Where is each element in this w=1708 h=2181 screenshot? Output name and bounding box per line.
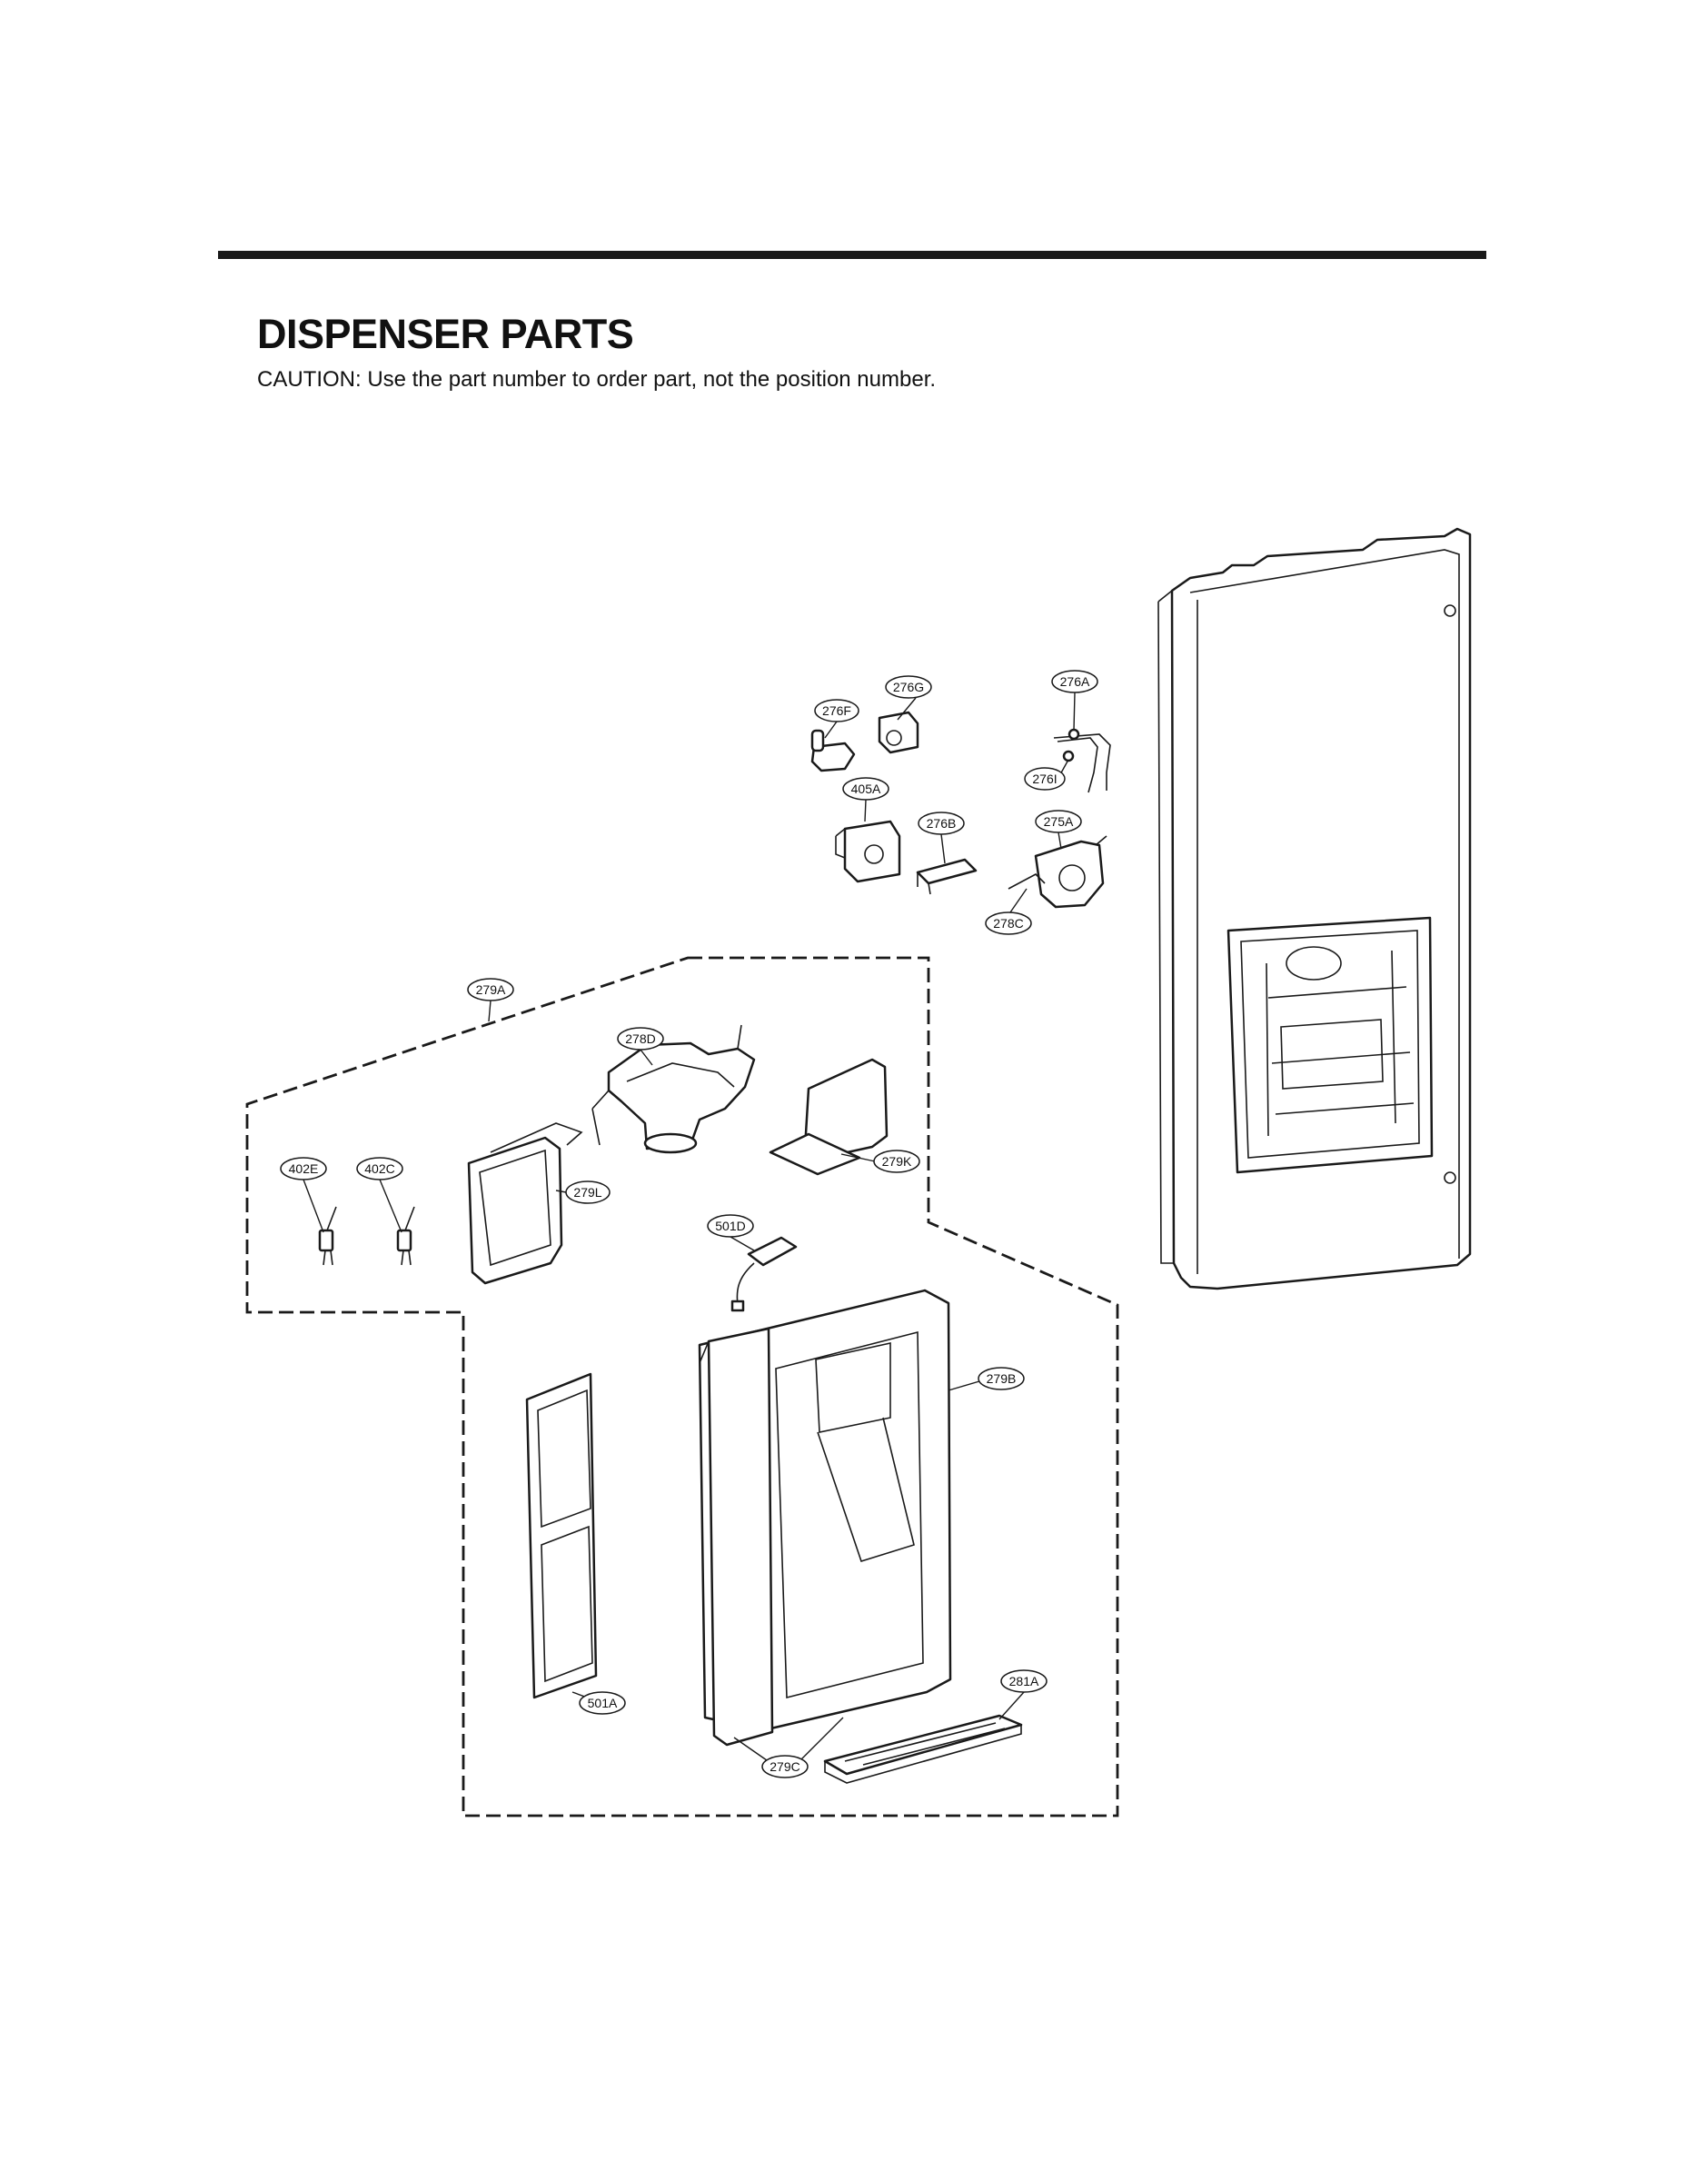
part-276f <box>810 729 856 772</box>
part-279b <box>698 1289 952 1747</box>
svg-text:279K: 279K <box>882 1154 912 1169</box>
callout-276b: 276B <box>918 812 965 835</box>
svg-text:276B: 276B <box>927 816 957 831</box>
callout-501d: 501D <box>707 1214 754 1238</box>
svg-text:281A: 281A <box>1009 1674 1039 1688</box>
callout-281a: 281A <box>1000 1669 1048 1693</box>
page-title: DISPENSER PARTS <box>257 311 634 357</box>
callout-279c: 279C <box>761 1755 809 1778</box>
callout-276g: 276G <box>885 675 932 699</box>
svg-text:276A: 276A <box>1060 674 1090 689</box>
part-501a <box>525 1372 598 1699</box>
part-402c <box>396 1206 415 1266</box>
part-276g <box>878 711 919 754</box>
part-278d <box>591 1024 756 1154</box>
part-405a <box>835 820 901 883</box>
svg-text:405A: 405A <box>851 782 881 796</box>
svg-text:279C: 279C <box>770 1759 799 1774</box>
svg-text:276G: 276G <box>893 680 924 694</box>
callout-276f: 276F <box>814 699 859 722</box>
callout-279l: 279L <box>565 1180 611 1204</box>
callout-402e: 402E <box>280 1157 327 1180</box>
part-276b <box>916 858 978 895</box>
callout-501a: 501A <box>579 1691 626 1715</box>
svg-text:279B: 279B <box>987 1371 1017 1386</box>
part-501d <box>730 1236 798 1312</box>
caution-note: CAUTION: Use the part number to order pa… <box>257 367 937 392</box>
callout-279a: 279A <box>467 978 514 1001</box>
svg-text:276F: 276F <box>822 703 851 718</box>
svg-text:501D: 501D <box>715 1219 745 1233</box>
callout-405a: 405A <box>842 777 889 801</box>
callout-279b: 279B <box>978 1367 1025 1390</box>
part-402e <box>318 1206 337 1266</box>
callout-278c: 278C <box>985 911 1032 935</box>
svg-text:279A: 279A <box>476 982 506 997</box>
svg-text:402C: 402C <box>364 1161 394 1176</box>
callout-402c: 402C <box>356 1157 403 1180</box>
callout-276i: 276I <box>1024 767 1066 791</box>
svg-text:402E: 402E <box>289 1161 319 1176</box>
svg-text:501A: 501A <box>588 1696 618 1710</box>
door-panel <box>1157 527 1472 1290</box>
callout-276a: 276A <box>1051 670 1098 693</box>
assembly-boundary-279a <box>245 956 1119 1818</box>
svg-text:278D: 278D <box>625 1031 655 1046</box>
part-279l <box>467 1122 583 1285</box>
callout-275a: 275A <box>1035 810 1082 833</box>
part-275a <box>1008 835 1107 909</box>
svg-text:276I: 276I <box>1032 772 1057 786</box>
header-rule <box>218 251 1486 259</box>
svg-text:275A: 275A <box>1044 814 1074 829</box>
leader-lines <box>303 692 1076 1768</box>
part-281a <box>823 1714 1023 1784</box>
svg-text:278C: 278C <box>993 916 1023 931</box>
svg-text:279L: 279L <box>573 1185 601 1200</box>
callout-278d: 278D <box>617 1027 664 1051</box>
part-279k <box>769 1058 889 1176</box>
callout-279k: 279K <box>873 1150 920 1173</box>
